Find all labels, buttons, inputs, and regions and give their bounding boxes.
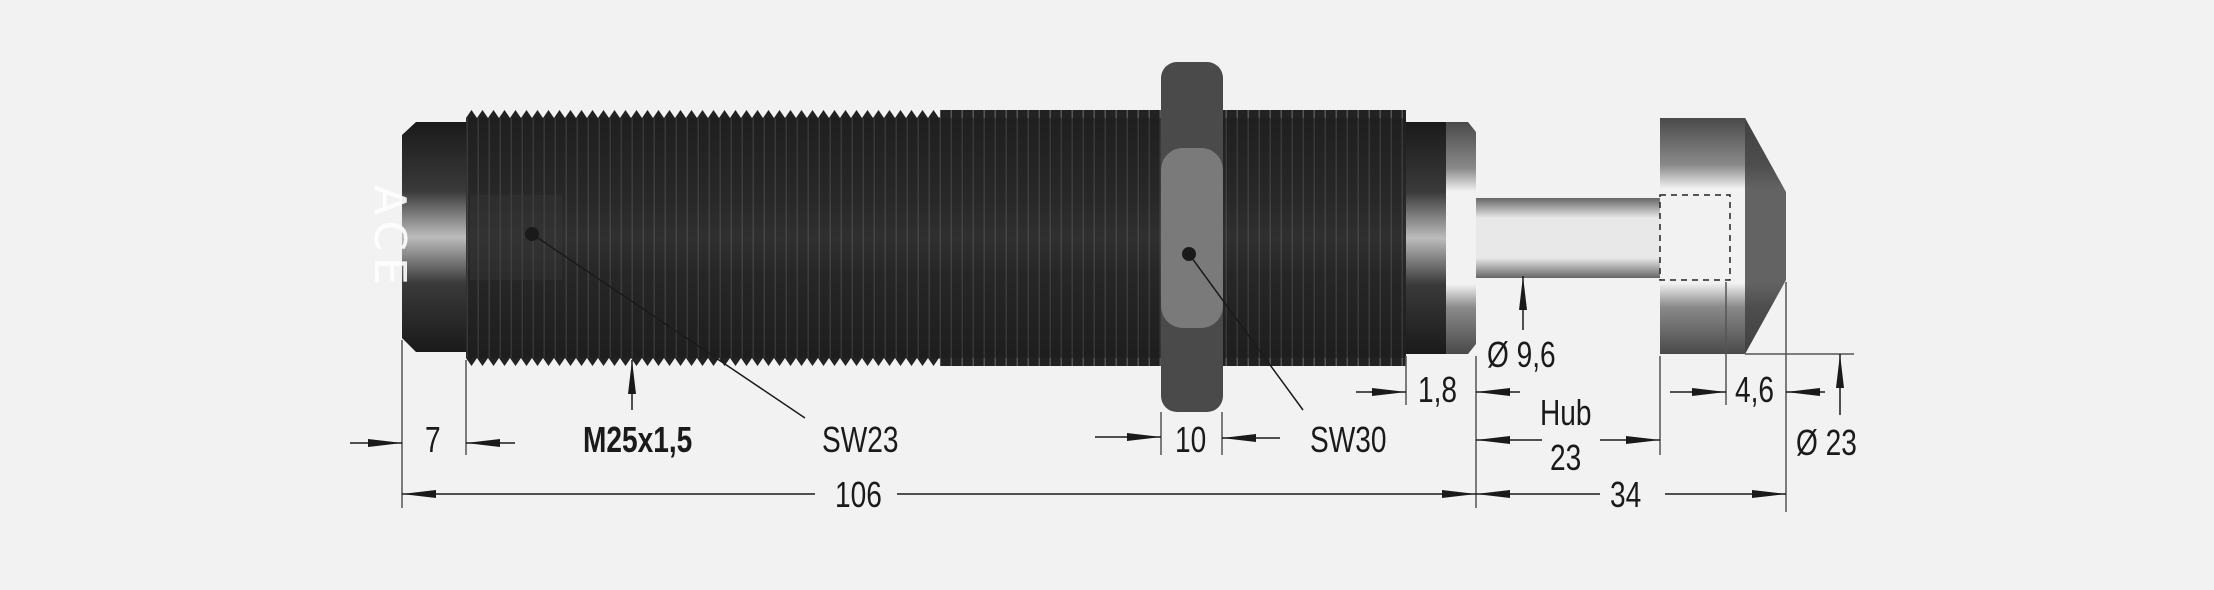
- ace-logo: ACE: [364, 185, 415, 291]
- end-cap: [402, 122, 470, 352]
- dim-1-8-label: 1,8: [1418, 369, 1458, 410]
- dim-4-6-label: 4,6: [1735, 369, 1775, 410]
- overall-length-106-label: 106: [835, 474, 882, 515]
- sw30-label: SW30: [1310, 419, 1387, 460]
- front-collar: [1406, 122, 1476, 354]
- piston-rod: [1476, 198, 1660, 278]
- hex-nut: [1161, 62, 1223, 412]
- rod-diameter-label: Ø 9,6: [1487, 334, 1556, 375]
- sw23-label: SW23: [822, 419, 899, 460]
- hub-stroke-value: 23: [1550, 437, 1582, 478]
- dim-34-label: 34: [1610, 474, 1642, 515]
- dim-10-label: 10: [1175, 419, 1207, 460]
- dimension-lines: [350, 276, 1854, 512]
- button-head: [1659, 118, 1786, 354]
- head-diameter-label: Ø 23: [1796, 422, 1857, 463]
- dim-7-label: 7: [425, 419, 441, 460]
- leader-lines: [525, 227, 1304, 419]
- threaded-body: [466, 110, 1406, 366]
- thread-spec-label: M25x1,5: [583, 419, 693, 460]
- hub-label: Hub: [1540, 392, 1592, 433]
